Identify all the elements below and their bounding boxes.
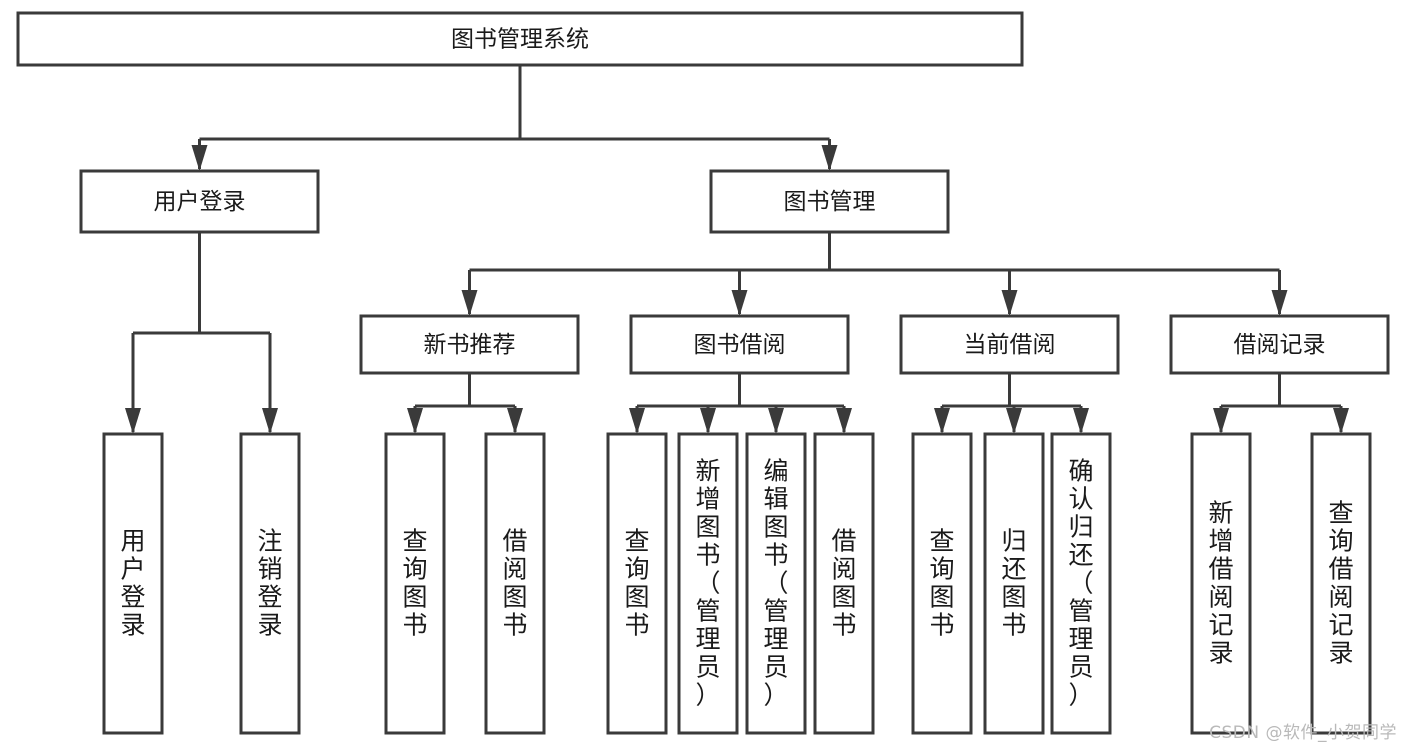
node-box bbox=[911, 432, 973, 735]
node-box bbox=[745, 432, 807, 735]
node-box bbox=[899, 314, 1120, 375]
node-label: 查询图书 bbox=[402, 526, 427, 639]
arrowhead-icon bbox=[934, 408, 950, 434]
arrowhead-icon bbox=[1073, 408, 1089, 434]
arrowhead-icon bbox=[731, 290, 748, 316]
node-user-login[interactable]: 用户登录 bbox=[79, 169, 320, 234]
arrowhead-icon bbox=[700, 408, 716, 434]
node-box bbox=[677, 432, 739, 735]
node-leaf-query-record[interactable]: 查询借阅记录 bbox=[1310, 432, 1372, 735]
node-box bbox=[102, 432, 164, 735]
node-box bbox=[239, 432, 301, 735]
node-box bbox=[813, 432, 875, 735]
node-label: 图书借阅 bbox=[694, 332, 786, 358]
node-label: 注销登录 bbox=[257, 526, 282, 639]
node-label: 查询图书 bbox=[929, 526, 954, 639]
node-box bbox=[709, 169, 950, 234]
node-book-borrow[interactable]: 图书借阅 bbox=[629, 314, 850, 375]
node-label: 查询图书 bbox=[624, 526, 649, 639]
node-leaf-user-login[interactable]: 用户登录 bbox=[102, 432, 164, 735]
node-label: 图书管理 bbox=[784, 189, 876, 215]
node-box bbox=[1050, 432, 1112, 735]
node-leaf-borrow-book-1[interactable]: 借阅图书 bbox=[484, 432, 546, 735]
arrowhead-icon bbox=[1271, 290, 1288, 316]
arrowhead-icon bbox=[507, 408, 523, 434]
arrowhead-icon bbox=[461, 290, 478, 316]
node-leaf-query-book-3[interactable]: 查询图书 bbox=[911, 432, 973, 735]
arrowhead-icon bbox=[1001, 290, 1018, 316]
node-label: 借阅图书 bbox=[502, 526, 527, 639]
node-box bbox=[629, 314, 850, 375]
node-box bbox=[359, 314, 580, 375]
node-book-manage[interactable]: 图书管理 bbox=[709, 169, 950, 234]
node-label: 确认归还（管理员） bbox=[1068, 456, 1093, 709]
node-box bbox=[484, 432, 546, 735]
arrowhead-icon bbox=[768, 408, 784, 434]
arrowhead-icon bbox=[629, 408, 645, 434]
arrowhead-icon bbox=[821, 145, 838, 171]
node-label: 用户登录 bbox=[154, 189, 246, 215]
node-box bbox=[79, 169, 320, 234]
node-leaf-edit-book[interactable]: 编辑图书（管理员） bbox=[745, 432, 807, 735]
node-leaf-borrow-book-2[interactable]: 借阅图书 bbox=[813, 432, 875, 735]
arrowhead-icon bbox=[1006, 408, 1022, 434]
node-leaf-add-book[interactable]: 新增图书（管理员） bbox=[677, 432, 739, 735]
node-leaf-user-logout[interactable]: 注销登录 bbox=[239, 432, 301, 735]
node-box bbox=[606, 432, 668, 735]
arrowhead-icon bbox=[1213, 408, 1229, 434]
node-leaf-add-record[interactable]: 新增借阅记录 bbox=[1190, 432, 1252, 735]
node-label: 新书推荐 bbox=[424, 332, 516, 358]
node-label: 借阅记录 bbox=[1234, 332, 1326, 358]
node-label: 新增借阅记录 bbox=[1208, 498, 1233, 667]
arrowhead-icon bbox=[125, 408, 141, 434]
node-current-borrow[interactable]: 当前借阅 bbox=[899, 314, 1120, 375]
node-leaf-query-book-2[interactable]: 查询图书 bbox=[606, 432, 668, 735]
node-box bbox=[16, 11, 1024, 67]
node-label: 图书管理系统 bbox=[451, 27, 589, 53]
node-box bbox=[1310, 432, 1372, 735]
node-label: 当前借阅 bbox=[964, 332, 1056, 358]
node-leaf-return-book[interactable]: 归还图书 bbox=[983, 432, 1045, 735]
node-label: 借阅图书 bbox=[831, 526, 856, 639]
node-box bbox=[1169, 314, 1390, 375]
node-box bbox=[384, 432, 446, 735]
arrowhead-icon bbox=[191, 145, 208, 171]
nodes-layer: 图书管理系统用户登录图书管理新书推荐图书借阅当前借阅借阅记录用户登录注销登录查询… bbox=[16, 11, 1390, 735]
arrowhead-icon bbox=[1333, 408, 1349, 434]
node-root[interactable]: 图书管理系统 bbox=[16, 11, 1024, 67]
watermark-text: CSDN @软件_小贺同学 bbox=[1209, 723, 1397, 743]
node-new-book-rec[interactable]: 新书推荐 bbox=[359, 314, 580, 375]
node-box bbox=[1190, 432, 1252, 735]
node-label: 归还图书 bbox=[1001, 526, 1026, 639]
arrowhead-icon bbox=[836, 408, 852, 434]
node-leaf-confirm-return[interactable]: 确认归还（管理员） bbox=[1050, 432, 1112, 735]
node-label: 编辑图书（管理员） bbox=[763, 456, 788, 709]
edges-layer bbox=[125, 65, 1349, 434]
node-label: 新增图书（管理员） bbox=[695, 456, 720, 709]
arrowhead-icon bbox=[407, 408, 423, 434]
node-label: 用户登录 bbox=[120, 526, 145, 639]
node-leaf-query-book-1[interactable]: 查询图书 bbox=[384, 432, 446, 735]
node-label: 查询借阅记录 bbox=[1328, 498, 1353, 667]
arrowhead-icon bbox=[262, 408, 278, 434]
node-borrow-record[interactable]: 借阅记录 bbox=[1169, 314, 1390, 375]
node-box bbox=[983, 432, 1045, 735]
